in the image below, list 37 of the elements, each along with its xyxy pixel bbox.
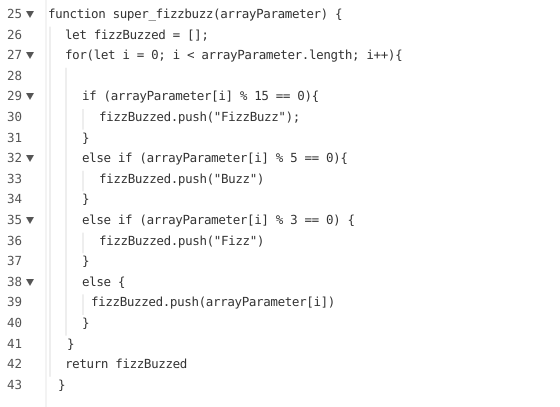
line-number: 27 [6,47,22,64]
line-number: 42 [6,356,22,372]
line-number: 26 [6,26,22,43]
line-number: 39 [6,294,22,310]
line-number: 35 [6,212,22,228]
line-number: 41 [6,336,22,352]
code-line: } [82,130,90,146]
line-number: 31 [6,130,22,146]
line-number: 40 [6,315,22,331]
code-line: fizzBuzzed.push("Buzz") [99,170,264,187]
code-line: let fizzBuzzed = []; [65,26,209,43]
code-line: fizzBuzzed.push(arrayParameter[i]) [91,294,335,310]
code-line: else if (arrayParameter[i] % 5 == 0){ [82,150,348,166]
code-line: if (arrayParameter[i] % 15 == 0){ [82,88,319,104]
line-number: 29 [6,88,22,104]
line-number: 34 [6,191,22,208]
code-line: function super_fizzbuzz(arrayParameter) { [48,6,342,22]
line-number: 36 [6,232,22,249]
line-number: 28 [6,68,22,84]
code-line: else { [82,274,126,290]
line-number: 37 [6,253,22,270]
code-line: fizzBuzzed.push("FizzBuzz"); [99,109,300,125]
line-number: 38 [6,274,22,290]
code-line: fizzBuzzed.push("Fizz") [99,232,264,249]
line-number: 25 [6,6,22,22]
line-number: 43 [6,376,22,393]
code-line: } [58,376,66,393]
code-line: return fizzBuzzed [65,356,187,372]
code-line: else if (arrayParameter[i] % 3 == 0) { [82,212,355,228]
code-line: } [67,336,74,352]
code-line: } [82,191,90,208]
code-line: for(let i = 0; i < arrayParameter.length; i++){ [65,47,402,64]
line-number: 32 [6,150,22,166]
code-line: } [82,315,90,331]
line-number: 30 [6,109,22,125]
line-number: 33 [6,170,22,187]
code-line: } [82,253,90,270]
